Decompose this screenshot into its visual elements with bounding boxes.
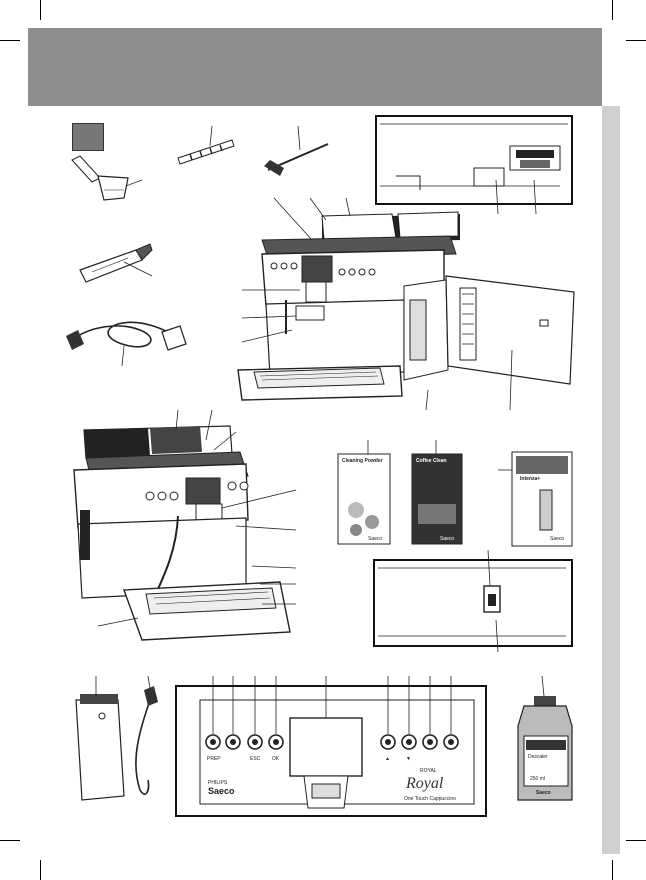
crop-mark bbox=[626, 840, 646, 841]
brand-royal-small: ROYAL bbox=[420, 768, 437, 774]
descaler-label: Descaler bbox=[528, 754, 548, 760]
descaler-volume: 250 ml bbox=[530, 776, 546, 782]
inset-rear-detail bbox=[375, 115, 573, 215]
button-label-esc: ESC bbox=[250, 756, 261, 762]
panel-button-down bbox=[401, 734, 417, 750]
panel-button-esc bbox=[247, 734, 263, 750]
inset-power-switch bbox=[373, 549, 573, 653]
filter-label: Intenza+ bbox=[520, 476, 541, 482]
button-label-ok: OK bbox=[272, 756, 280, 762]
coffee-clean-label: Coffee Clean bbox=[416, 458, 447, 464]
panel-button-up bbox=[380, 734, 396, 750]
filter-box-brand: Saeco bbox=[550, 536, 565, 542]
descaler-brand: Saeco bbox=[536, 790, 551, 796]
header-bar bbox=[28, 28, 602, 106]
crop-mark bbox=[626, 40, 646, 41]
cleaning-powder-box bbox=[337, 440, 391, 545]
panel-button-prep bbox=[205, 734, 221, 750]
brand-saeco: Saeco bbox=[208, 786, 235, 796]
milk-tube-icon bbox=[135, 675, 158, 795]
panel-button-power bbox=[443, 734, 459, 750]
grease-tube-icon bbox=[79, 243, 153, 283]
power-cord-icon bbox=[66, 321, 187, 367]
crop-mark bbox=[0, 840, 20, 841]
brand-philips: PHILIPS bbox=[208, 780, 228, 786]
cleaning-powder-label: Cleaning Powder bbox=[342, 458, 383, 464]
panel-button-2 bbox=[225, 734, 241, 750]
crop-mark bbox=[40, 860, 41, 880]
filter-cartridge-icon bbox=[75, 676, 125, 801]
coffee-box-brand: Saeco bbox=[440, 536, 455, 542]
cleaning-box-brand: Saeco bbox=[368, 536, 383, 542]
descaler-bottle-icon bbox=[517, 675, 573, 801]
water-hardness-strip-icon bbox=[177, 125, 235, 165]
brand-royal-script: Royal bbox=[405, 775, 444, 792]
button-label-down: ▼ bbox=[406, 756, 411, 762]
water-filter-box bbox=[498, 451, 573, 547]
measuring-scoop-icon bbox=[71, 155, 143, 201]
machine-front-view bbox=[237, 197, 575, 411]
panel-button-ok bbox=[268, 734, 284, 750]
control-panel-closeup bbox=[175, 685, 487, 817]
crop-mark bbox=[40, 0, 41, 20]
button-label-up: ▲ bbox=[385, 756, 390, 762]
crop-mark bbox=[612, 860, 613, 880]
page-side-tab bbox=[602, 106, 620, 854]
crop-mark bbox=[612, 0, 613, 20]
figure-badge bbox=[72, 123, 104, 151]
machine-side-view bbox=[73, 409, 297, 641]
brand-tagline: One Touch Cappuccino bbox=[404, 796, 456, 802]
panel-button-7 bbox=[422, 734, 438, 750]
crop-mark bbox=[0, 40, 20, 41]
cleaning-brush-icon bbox=[264, 125, 329, 176]
coffee-clean-box bbox=[411, 440, 463, 545]
button-label-prep: PREP bbox=[207, 756, 221, 762]
